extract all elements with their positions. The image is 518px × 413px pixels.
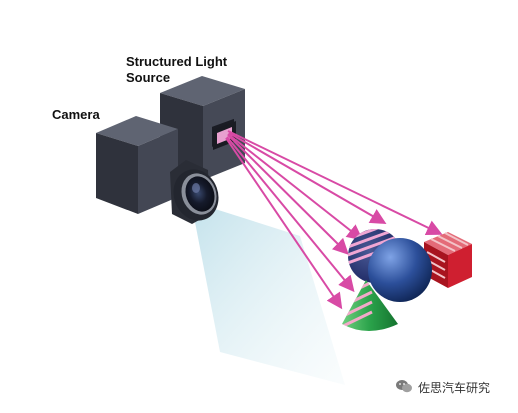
structured-light-source-label: Structured Light Source bbox=[126, 54, 256, 86]
camera-field-of-view bbox=[195, 208, 345, 385]
watermark-text: 佐思汽车研究 bbox=[418, 380, 491, 395]
watermark: 佐思汽车研究 bbox=[396, 378, 490, 396]
wechat-icon bbox=[396, 380, 412, 393]
source-label-line2: Source bbox=[126, 70, 171, 85]
source-label-line1: Structured Light bbox=[126, 54, 228, 69]
blue-sphere bbox=[368, 238, 432, 302]
camera bbox=[96, 116, 219, 224]
camera-label: Camera bbox=[52, 107, 100, 122]
projection-rays bbox=[225, 130, 443, 310]
red-cube bbox=[424, 232, 472, 288]
